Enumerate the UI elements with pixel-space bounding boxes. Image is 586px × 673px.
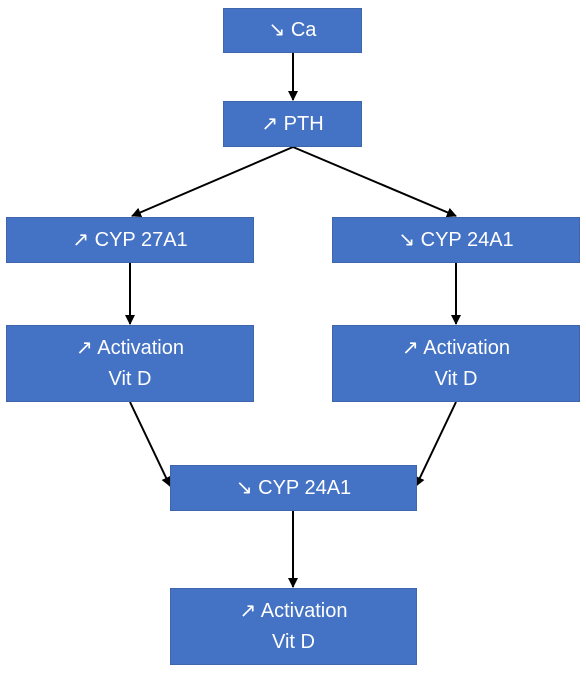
activation-right-line-1: ↗ Activation bbox=[402, 336, 510, 359]
cyp24a1-left-node-label: ↘ CYP 24A1 bbox=[398, 228, 514, 251]
activation-left-line-1: ↗ Activation bbox=[76, 336, 184, 359]
arrow-activation-right-to-cyp24a1 bbox=[415, 401, 457, 487]
arrow-activation-left-to-cyp24a1 bbox=[129, 401, 171, 487]
activation-left-node: ↗ Activation Vit D bbox=[6, 325, 254, 402]
ca-node-label: ↘ Ca bbox=[268, 19, 317, 41]
activation-bottom-line-2: Vit D bbox=[272, 630, 315, 653]
activation-right-line-2: Vit D bbox=[434, 367, 478, 390]
cyp24a1-bottom-node-label: ↘ CYP 24A1 bbox=[235, 476, 352, 499]
activation-left-line-2: Vit D bbox=[108, 367, 152, 390]
cyp27a1-node: ↗ CYP 27A1 bbox=[6, 217, 254, 263]
arrow-pth-to-cyp27a1 bbox=[131, 146, 294, 218]
cyp24a1-left-node: ↘ CYP 24A1 bbox=[332, 217, 580, 263]
ca-node: ↘ Ca bbox=[223, 8, 362, 53]
pth-node: ↗ PTH bbox=[223, 101, 362, 147]
activation-bottom-node: ↗ Activation Vit D bbox=[170, 588, 417, 665]
activation-bottom-line-1: ↗ Activation bbox=[239, 599, 348, 622]
arrow-pth-to-cyp24a1 bbox=[292, 146, 457, 218]
pth-node-label: ↗ PTH bbox=[261, 112, 324, 135]
cyp27a1-node-label: ↗ CYP 27A1 bbox=[72, 228, 188, 251]
cyp24a1-bottom-node: ↘ CYP 24A1 bbox=[170, 465, 417, 511]
activation-right-node: ↗ Activation Vit D bbox=[332, 325, 580, 402]
